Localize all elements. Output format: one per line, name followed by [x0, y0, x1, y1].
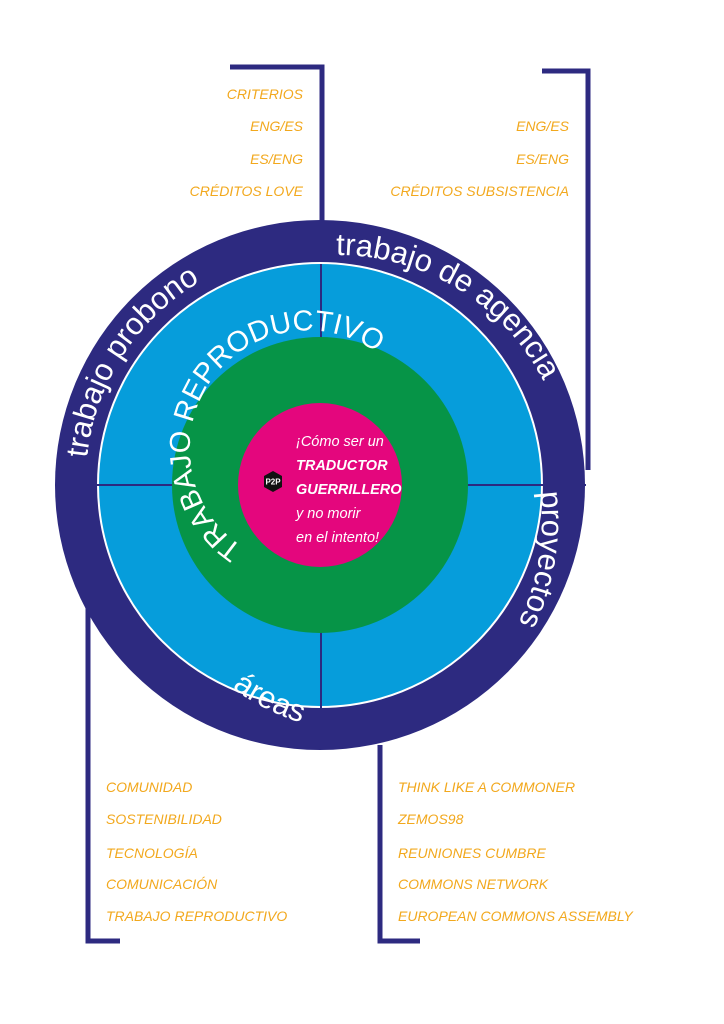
list-item: ES/ENG — [516, 151, 569, 167]
list-item: TECNOLOGÍA — [106, 845, 198, 861]
center-line-5: en el intento! — [296, 530, 379, 546]
list-agencia: ENG/ES ES/ENG CRÉDITOS SUBSISTENCIA — [390, 118, 569, 199]
quadrant-dividers — [55, 264, 586, 708]
bracket-proyectos — [377, 745, 420, 944]
bracket-probono-line — [230, 64, 325, 246]
p2p-badge-text: P2P — [265, 478, 281, 487]
bracket-proyectos-line — [377, 745, 420, 944]
list-item: REUNIONES CUMBRE — [398, 845, 546, 861]
list-proyectos: THINK LIKE A COMMONER ZEMOS98 REUNIONES … — [397, 779, 634, 924]
list-item: CRITERIOS — [227, 86, 304, 102]
p2p-badge: P2P — [264, 471, 282, 492]
list-item: THINK LIKE A COMMONER — [398, 779, 575, 795]
bracket-areas — [85, 600, 120, 944]
list-probono: CRITERIOS ENG/ES ES/ENG CRÉDITOS LOVE — [190, 86, 304, 199]
list-item: COMUNIDAD — [106, 779, 192, 795]
list-item: ZEMOS98 — [397, 811, 464, 827]
list-item: ENG/ES — [516, 118, 570, 134]
list-item: ENG/ES — [250, 118, 304, 134]
bracket-agencia — [542, 68, 591, 470]
list-item: TRABAJO REPRODUCTIVO — [106, 908, 287, 924]
list-item: CRÉDITOS SUBSISTENCIA — [390, 183, 569, 199]
center-line-3: GUERRILLERO — [296, 482, 402, 498]
bracket-agencia-line — [542, 68, 591, 470]
center-line-2: TRADUCTOR — [296, 458, 388, 474]
bracket-areas-line — [85, 600, 120, 944]
list-item: COMUNICACIÓN — [106, 876, 218, 892]
list-item: SOSTENIBILIDAD — [106, 811, 222, 827]
list-item: EUROPEAN COMMONS ASSEMBLY — [398, 908, 634, 924]
center-line-1: ¡Cómo ser un — [296, 434, 384, 450]
center-circle — [238, 403, 402, 567]
bracket-probono — [230, 64, 325, 246]
center-line-4: y no morir — [295, 506, 362, 522]
list-areas: COMUNIDAD SOSTENIBILIDAD TECNOLOGÍA COMU… — [106, 779, 287, 924]
p2p-badge-shape — [264, 471, 282, 492]
list-item: CRÉDITOS LOVE — [190, 183, 304, 199]
list-item: ES/ENG — [250, 151, 303, 167]
list-item: COMMONS NETWORK — [398, 876, 549, 892]
